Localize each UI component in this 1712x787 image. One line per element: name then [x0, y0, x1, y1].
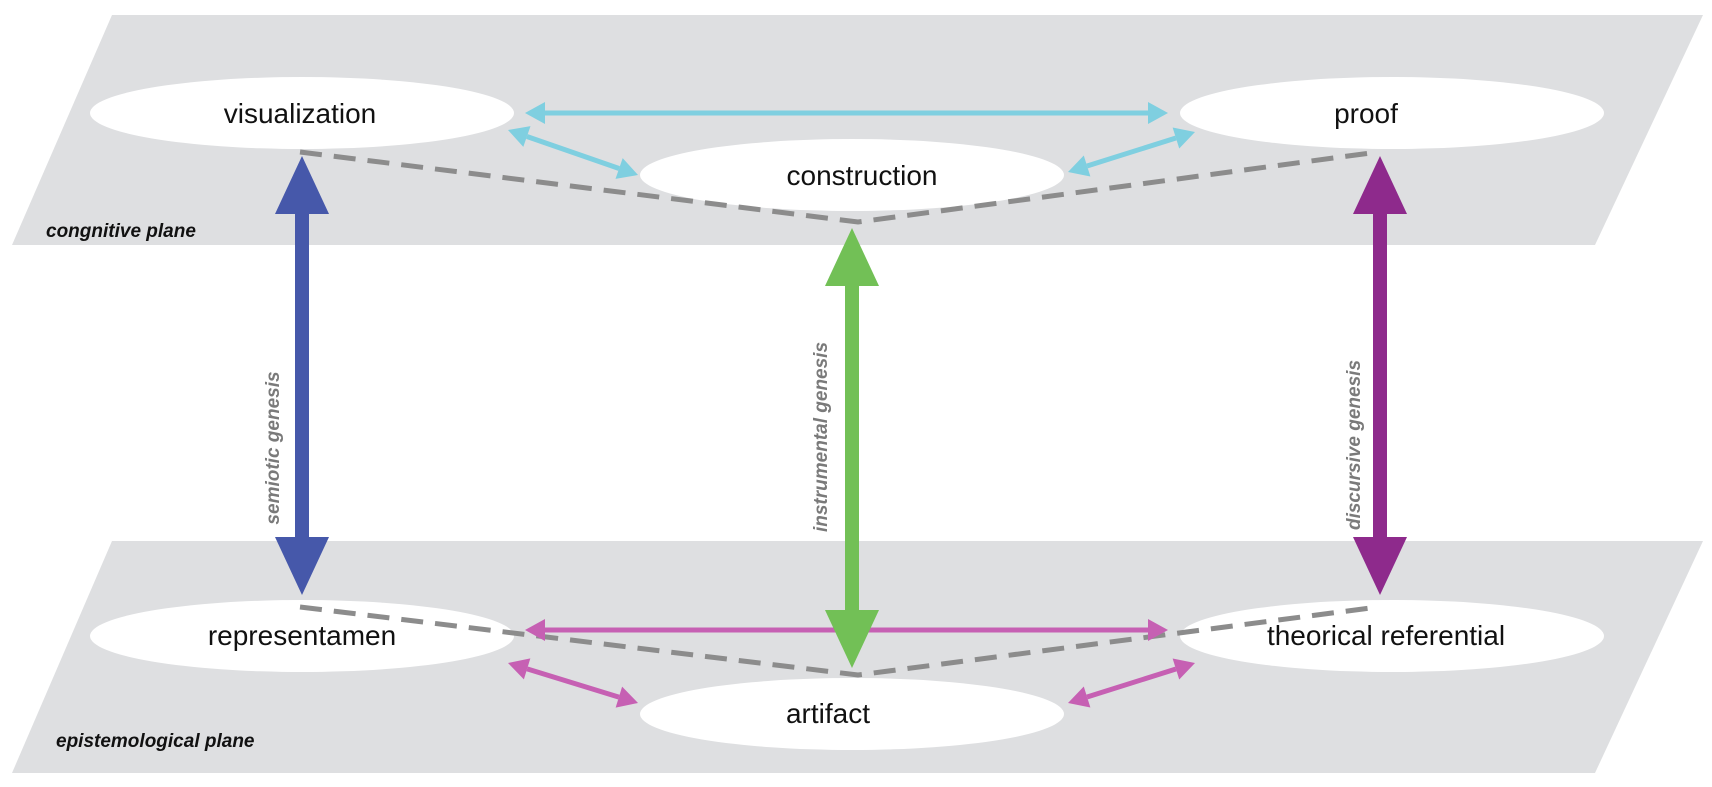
arrow-head-end: [615, 158, 638, 179]
arrow-head-end: [825, 610, 879, 668]
arrow-head-end: [1148, 619, 1168, 641]
label-visualization: visualization: [224, 98, 377, 129]
node-artifact: [640, 678, 1064, 750]
arrow-shaft: [526, 666, 620, 700]
label-artifact: artifact: [786, 698, 870, 729]
arrow-head-start: [1353, 156, 1407, 214]
epistemological-plane-label: epistemological plane: [56, 731, 255, 752]
dashed-line-bottom: [299, 604, 1379, 678]
label-representamen: representamen: [208, 620, 396, 651]
arrow-shaft: [526, 134, 620, 171]
arrow-head-start: [275, 156, 329, 214]
arrow-shaft: [1086, 135, 1177, 169]
arrow-head-start: [525, 619, 545, 641]
arrow-artifact-referential: [1068, 658, 1195, 708]
label-construction: construction: [787, 160, 938, 191]
arrow-semiotic-genesis: [275, 156, 329, 595]
node-visualization: [90, 77, 514, 149]
arrow-head-end: [275, 537, 329, 595]
arrow-representamen-artifact: [508, 658, 638, 708]
label-theorical-referential: theorical referential: [1267, 620, 1505, 651]
arrow-head-end: [1353, 537, 1407, 595]
node-construction: [640, 139, 1064, 211]
arrow-head-start: [1068, 155, 1091, 177]
arrow-head-start: [508, 658, 531, 680]
label-semiotic-genesis: semiotic genesis: [263, 371, 284, 524]
label-proof: proof: [1334, 98, 1398, 129]
arrow-head-end: [1172, 658, 1195, 680]
arrow-head-end: [1172, 127, 1195, 149]
label-instrumental-genesis: instrumental genesis: [811, 342, 832, 532]
arrow-visualization-construction: [508, 126, 638, 179]
dashed-line-top: [299, 149, 1379, 225]
arrow-head-start: [1068, 686, 1091, 708]
arrow-instrumental-genesis: [825, 228, 879, 668]
arrow-head-end: [1148, 102, 1168, 124]
arrow-shaft: [1086, 666, 1177, 700]
node-proof: [1180, 77, 1604, 149]
cognitive-plane: [12, 15, 1703, 245]
arrow-discursive-genesis: [1353, 156, 1407, 595]
label-discursive-genesis: discursive genesis: [1344, 360, 1365, 530]
arrow-head-start: [508, 126, 531, 147]
arrow-construction-proof: [1068, 127, 1195, 177]
arrow-head-start: [825, 228, 879, 286]
arrow-visualization-proof: [525, 102, 1168, 124]
arrow-head-end: [615, 686, 638, 708]
cognitive-plane-label: congnitive plane: [46, 221, 196, 242]
arrow-head-start: [525, 102, 545, 124]
epistemological-plane: [12, 541, 1703, 773]
